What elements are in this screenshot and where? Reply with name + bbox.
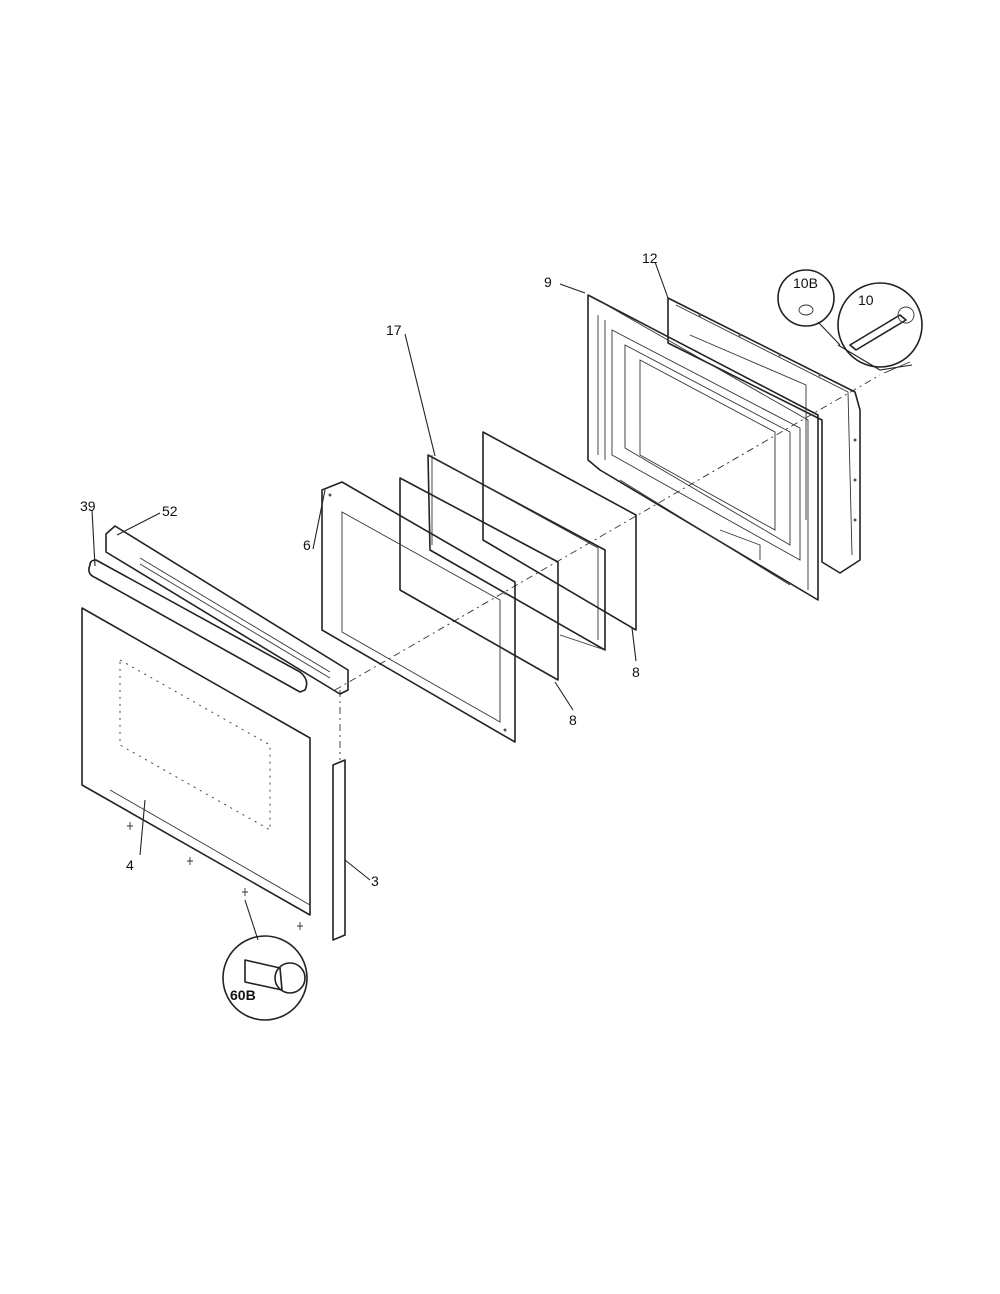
part-12-door-liner	[667, 297, 861, 574]
callout-8-front: 8	[569, 712, 577, 728]
callout-8-rear: 8	[632, 664, 640, 680]
callout-60b: 60B	[230, 987, 256, 1003]
callout-39: 39	[80, 498, 96, 514]
callout-10: 10	[858, 292, 874, 308]
explode-axis	[334, 374, 881, 691]
part-8-front-glass	[399, 477, 559, 681]
callout-3: 3	[371, 873, 379, 889]
part-4-outer-glass	[81, 607, 311, 916]
part-10-hinge-wire	[837, 344, 913, 371]
screws	[127, 822, 303, 930]
callout-52: 52	[162, 503, 178, 519]
callout-12: 12	[642, 250, 658, 266]
part-8-rear-glass	[482, 431, 637, 631]
part-17-glass-frame	[427, 454, 606, 651]
part-9-inner-panel	[587, 294, 819, 601]
callout-9: 9	[544, 274, 552, 290]
callout-4: 4	[126, 857, 134, 873]
callout-17: 17	[386, 322, 402, 338]
callout-10b: 10B	[793, 275, 818, 291]
part-3-side-trim	[332, 759, 346, 941]
part-10b-detail	[777, 269, 841, 346]
callout-6: 6	[303, 537, 311, 553]
part-52-vent-trim	[105, 525, 349, 695]
leader-lines	[91, 261, 669, 881]
part-10-detail	[837, 282, 923, 368]
part-6-door-frame	[321, 481, 516, 743]
part-39-handle	[88, 559, 308, 693]
part-60b-detail	[222, 899, 308, 1021]
